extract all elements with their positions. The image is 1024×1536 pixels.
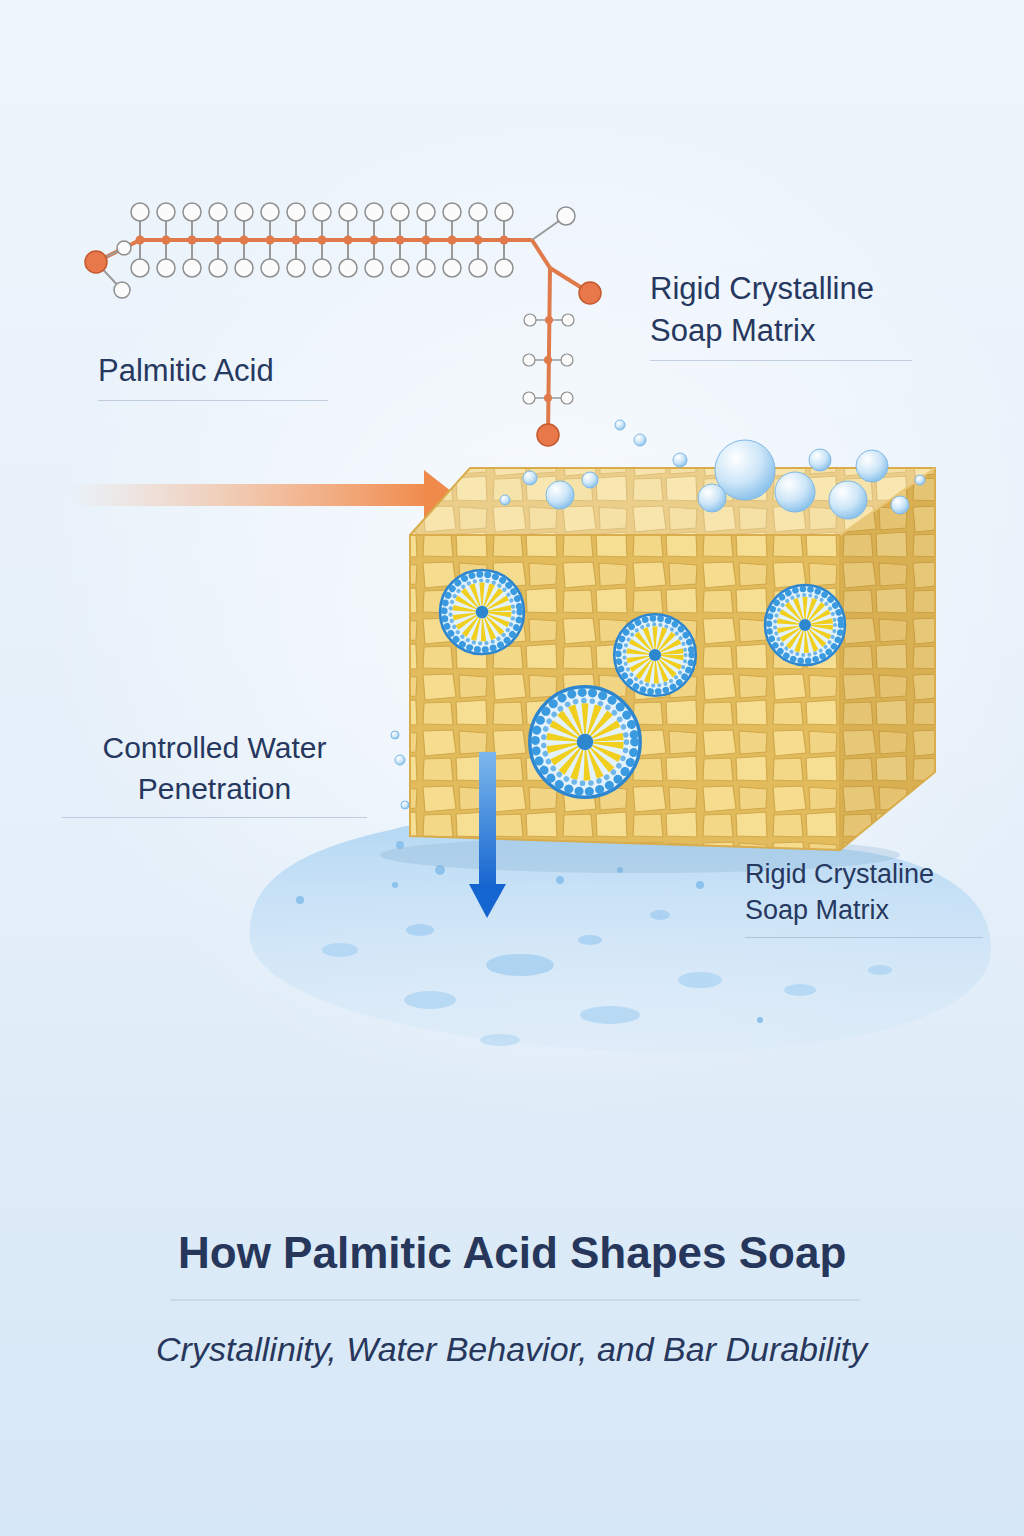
foam-bubbles-part: [775, 472, 815, 512]
micelles-part: [530, 687, 640, 797]
diagram-title: How Palmitic Acid Shapes Soap: [178, 1228, 846, 1278]
palmitic-acid-molecule-part: [131, 203, 149, 277]
palmitic-acid-molecule-part: [495, 203, 513, 277]
palmitic-acid-molecule-part: [532, 240, 550, 268]
penetration-arrow-part: [469, 884, 506, 918]
palmitic-acid-molecule-part: [140, 238, 532, 242]
palmitic-acid-molecule-part: [261, 203, 279, 277]
water-puddle-part: [480, 1034, 520, 1046]
foam-bubbles-part: [395, 755, 405, 765]
water-puddle-part: [406, 924, 434, 936]
water-puddle-part: [404, 991, 456, 1009]
palmitic-acid-molecule-part: [339, 203, 357, 277]
foam-bubbles-part: [673, 453, 687, 467]
foam-bubbles-part: [546, 481, 574, 509]
title-rule: [170, 1300, 860, 1301]
palmitic-acid-molecule-part: [524, 314, 574, 326]
palmitic-acid-molecule-part: [523, 354, 573, 366]
foam-bubbles-part: [582, 472, 598, 488]
soap-bar-part: [840, 468, 935, 850]
palmitic-acid-molecule-part: [117, 241, 131, 255]
input-arrow-part: [70, 484, 430, 506]
foam-bubbles-part: [891, 496, 909, 514]
palmitic-acid-molecule-part: [391, 203, 409, 277]
soap-bar-part: [410, 535, 840, 850]
foam-bubbles-part: [500, 495, 510, 505]
callout-label: Palmitic Acid: [98, 350, 328, 401]
water-puddle-part: [578, 935, 602, 945]
palmitic-acid-molecule: [85, 203, 601, 446]
water-puddle-part: [757, 1017, 763, 1023]
soap-bar: [380, 468, 935, 873]
micelles-part: [440, 570, 524, 654]
palmitic-acid-molecule-part: [537, 424, 559, 446]
callout-label: Rigid Crystaline Soap Matrix: [745, 856, 983, 938]
callout-label: Controlled Water Penetration: [62, 728, 367, 818]
water-puddle-part: [580, 1006, 640, 1024]
soap-bar-part: [840, 468, 935, 850]
micelles: [440, 570, 845, 797]
callout-label: Rigid Crystalline Soap Matrix: [650, 268, 912, 361]
palmitic-acid-molecule-part: [183, 203, 201, 277]
foam-bubbles-part: [401, 801, 409, 809]
palmitic-acid-molecule-part: [287, 203, 305, 277]
penetration-arrow-part: [479, 752, 496, 888]
micelles-part: [614, 614, 696, 696]
palmitic-acid-molecule-part: [548, 268, 550, 435]
foam-bubbles-part: [856, 450, 888, 482]
water-puddle-part: [250, 817, 991, 1052]
water-puddle-part: [486, 954, 554, 976]
foam-bubbles-part: [615, 420, 625, 430]
palmitic-acid-molecule-part: [443, 203, 461, 277]
water-puddle-part: [784, 984, 816, 996]
diagram-caption: Crystallinity, Water Behavior, and Bar D…: [156, 1330, 867, 1369]
foam-bubbles-part: [634, 434, 646, 446]
water-puddle-part: [392, 882, 398, 888]
palmitic-acid-molecule-part: [209, 203, 227, 277]
palmitic-acid-molecule-part: [365, 203, 383, 277]
palmitic-acid-molecule-part: [85, 251, 107, 273]
micelles-part: [765, 585, 845, 665]
water-puddle: [250, 817, 991, 1052]
water-puddle-part: [696, 881, 704, 889]
soap-bar-part: [410, 535, 840, 850]
foam-bubbles-part: [915, 475, 925, 485]
palmitic-acid-molecule-part: [417, 203, 435, 277]
penetration-arrow: [469, 752, 506, 918]
palmitic-acid-molecule-part: [157, 203, 175, 277]
water-puddle-part: [868, 965, 892, 975]
background-glow: [40, 130, 1024, 1170]
palmitic-acid-molecule-part: [235, 203, 253, 277]
foam-bubbles-part: [829, 481, 867, 519]
foam-bubbles: [391, 420, 925, 809]
palmitic-acid-molecule-part: [557, 207, 575, 225]
palmitic-acid-molecule-part: [114, 282, 130, 298]
foam-bubbles-part: [391, 731, 399, 739]
water-puddle-part: [322, 943, 358, 957]
palmitic-acid-molecule-part: [523, 392, 573, 404]
foam-bubbles-part: [698, 484, 726, 512]
water-puddle-part: [650, 910, 670, 920]
water-puddle-part: [296, 896, 304, 904]
input-arrow: [70, 470, 456, 520]
palmitic-acid-molecule-part: [313, 203, 331, 277]
water-puddle-part: [678, 972, 722, 988]
water-puddle-part: [556, 876, 564, 884]
foam-bubbles-part: [523, 471, 537, 485]
foam-bubbles-part: [809, 449, 831, 471]
palmitic-acid-molecule-part: [579, 282, 601, 304]
palmitic-acid-molecule-part: [469, 203, 487, 277]
